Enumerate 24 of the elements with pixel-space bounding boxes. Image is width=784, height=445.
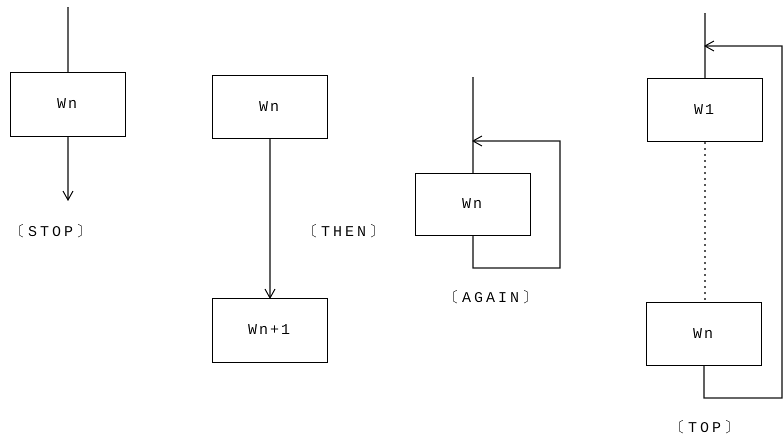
process-box	[415, 173, 531, 236]
process-box	[646, 302, 762, 366]
box-label: W1	[694, 102, 716, 118]
arrow	[703, 40, 783, 399]
box-label: Wn	[56, 96, 79, 113]
arrow	[62, 137, 74, 201]
connector-line	[472, 77, 474, 173]
process-box	[647, 78, 763, 142]
box-label: Wn+1	[248, 322, 292, 339]
keyword-label: 〔STOP〕	[10, 223, 94, 241]
connector-line	[704, 13, 706, 78]
connector-line	[67, 7, 69, 72]
box-label: Wn	[258, 98, 281, 116]
keyword-label: 〔THEN〕	[303, 223, 388, 241]
arrow	[264, 139, 276, 299]
keyword-label: 〔TOP〕	[670, 419, 742, 437]
process-box	[10, 72, 126, 137]
process-box	[212, 298, 328, 363]
box-label: Wn	[462, 196, 484, 213]
arrow	[472, 135, 561, 269]
keyword-label: 〔AGAIN〕	[444, 289, 540, 307]
connector-line	[704, 142, 706, 302]
process-box	[212, 75, 328, 139]
box-label: Wn	[692, 326, 715, 342]
